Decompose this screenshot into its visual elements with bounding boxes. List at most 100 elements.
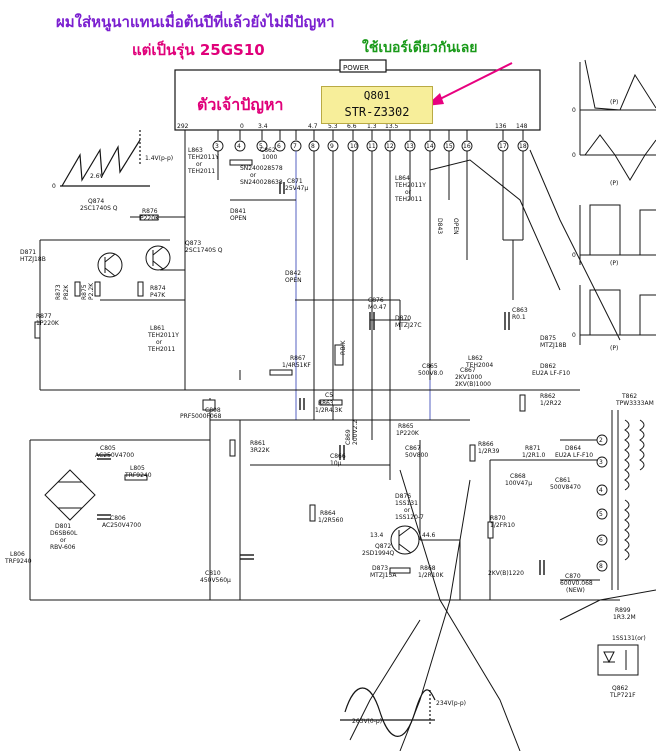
svg-text:L805: L805: [130, 465, 145, 472]
svg-text:Q862: Q862: [612, 685, 628, 692]
svg-text:292: 292: [177, 123, 189, 130]
svg-text:4: 4: [237, 143, 241, 150]
svg-text:1/2R39: 1/2R39: [478, 448, 500, 455]
svg-text:D842: D842: [285, 270, 301, 277]
svg-text:3: 3: [599, 459, 603, 466]
svg-text:C866: C866: [330, 453, 346, 460]
svg-text:13: 13: [406, 143, 414, 150]
svg-text:EU2A LF-F10: EU2A LF-F10: [532, 370, 570, 377]
annotation-line-3: ใช้เบอร์เดียวกันเลย: [362, 40, 478, 56]
ic-part-number: STR-Z3302: [344, 105, 410, 119]
v14-label: 1.4V(p-p): [145, 155, 173, 162]
svg-text:2KV(B)1220: 2KV(B)1220: [488, 570, 524, 577]
svg-text:D801: D801: [55, 523, 71, 530]
svg-text:AC250V4700: AC250V4700: [102, 522, 141, 529]
svg-text:R0.1: R0.1: [512, 314, 526, 321]
svg-text:C5: C5: [325, 392, 333, 399]
svg-text:10μ: 10μ: [330, 460, 342, 467]
svg-text:1SS131(or): 1SS131(or): [612, 635, 646, 642]
svg-text:R862: R862: [540, 393, 556, 400]
svg-text:13.4: 13.4: [370, 532, 384, 539]
svg-text:R868: R868: [420, 565, 436, 572]
svg-text:Q873: Q873: [185, 240, 201, 247]
svg-text:3R22K: 3R22K: [250, 447, 271, 454]
svg-text:C871: C871: [287, 178, 303, 185]
svg-text:C870: C870: [565, 573, 581, 580]
ic-header: POWER: [343, 64, 369, 72]
svg-text:C806: C806: [110, 515, 126, 522]
svg-text:OPEN: OPEN: [285, 277, 302, 284]
v234-label: 234V(p-p): [436, 700, 466, 707]
svg-text:D862: D862: [540, 363, 556, 370]
svg-text:AC250V4700: AC250V4700: [95, 452, 134, 459]
svg-text:P82K: P82K: [63, 284, 70, 300]
svg-text:TEH2004: TEH2004: [465, 362, 493, 369]
svg-text:R867: R867: [290, 355, 306, 362]
svg-text:TPW3333AM: TPW3333AM: [615, 400, 654, 407]
svg-text:MTZJ15A: MTZJ15A: [370, 572, 397, 579]
svg-text:0: 0: [572, 252, 576, 259]
svg-text:TEH2011: TEH2011: [187, 168, 215, 175]
svg-text:P220K: P220K: [140, 215, 160, 222]
svg-text:1/2R560: 1/2R560: [318, 517, 343, 524]
q874-transistor: [97, 252, 123, 278]
q872-transistor: [390, 525, 420, 555]
svg-text:or: or: [404, 507, 411, 514]
svg-text:L806: L806: [10, 551, 25, 558]
svg-text:R877: R877: [36, 313, 52, 320]
svg-text:1000: 1000: [262, 154, 277, 161]
svg-text:3: 3: [215, 143, 219, 150]
svg-text:R899: R899: [615, 607, 631, 614]
right-waveforms: [579, 59, 656, 345]
svg-text:L861: L861: [150, 325, 165, 332]
transformer-pin-numbers: 2 3 4 5 6 8: [599, 437, 603, 570]
svg-text:6: 6: [277, 143, 281, 150]
svg-text:D876: D876: [395, 493, 411, 500]
svg-text:HTZJ18B: HTZJ18B: [20, 256, 46, 263]
svg-text:TRF9240: TRF9240: [124, 472, 152, 479]
svg-text:D6SB60L: D6SB60L: [50, 530, 78, 537]
svg-text:0: 0: [572, 332, 576, 339]
svg-text:50V800: 50V800: [405, 452, 428, 459]
svg-text:C876: C876: [368, 297, 384, 304]
svg-text:TRF9240: TRF9240: [4, 558, 32, 565]
svg-text:18: 18: [519, 143, 527, 150]
bridge-rectifier: [44, 469, 96, 521]
passive-symbols: [34, 159, 526, 574]
svg-text:(P): (P): [610, 345, 618, 352]
annotation-culprit: ตัวเจ้าปัญหา: [197, 95, 284, 114]
svg-text:C805: C805: [100, 445, 116, 452]
svg-text:6.6: 6.6: [347, 123, 357, 130]
v26-label: 2.6V: [90, 173, 105, 180]
svg-text:13.5: 13.5: [385, 123, 399, 130]
blue-wires: [295, 151, 431, 420]
svg-text:OPEN: OPEN: [230, 215, 247, 222]
svg-text:P2.2K: P2.2K: [88, 282, 95, 300]
svg-text:600V0.068: 600V0.068: [560, 580, 593, 587]
svg-text:C867: C867: [460, 367, 476, 374]
svg-text:C810: C810: [205, 570, 221, 577]
svg-text:(P): (P): [610, 180, 618, 187]
q873-transistor: [145, 245, 171, 271]
svg-text:2SC1740S Q: 2SC1740S Q: [80, 205, 118, 212]
svg-text:or: or: [250, 172, 257, 179]
svg-text:1.3: 1.3: [367, 123, 377, 130]
svg-text:1/2R4.3K: 1/2R4.3K: [315, 407, 343, 414]
svg-text:3.4: 3.4: [258, 123, 268, 130]
svg-text:R870: R870: [490, 515, 506, 522]
svg-text:25V47μ: 25V47μ: [285, 185, 308, 192]
svg-text:1SS131: 1SS131: [395, 500, 418, 507]
svg-text:C865: C865: [422, 363, 438, 370]
svg-text:10: 10: [350, 143, 358, 150]
svg-text:44.6: 44.6: [422, 532, 436, 539]
svg-text:R875: R875: [81, 284, 88, 300]
svg-text:1/2R10K: 1/2R10K: [418, 572, 444, 579]
svg-text:500V8.0: 500V8.0: [418, 370, 443, 377]
bottom-sine-wave: [340, 687, 436, 737]
svg-text:500V8470: 500V8470: [550, 484, 581, 491]
svg-text:R861: R861: [250, 440, 266, 447]
bus-wires: [29, 199, 620, 601]
svg-text:or: or: [156, 339, 163, 346]
